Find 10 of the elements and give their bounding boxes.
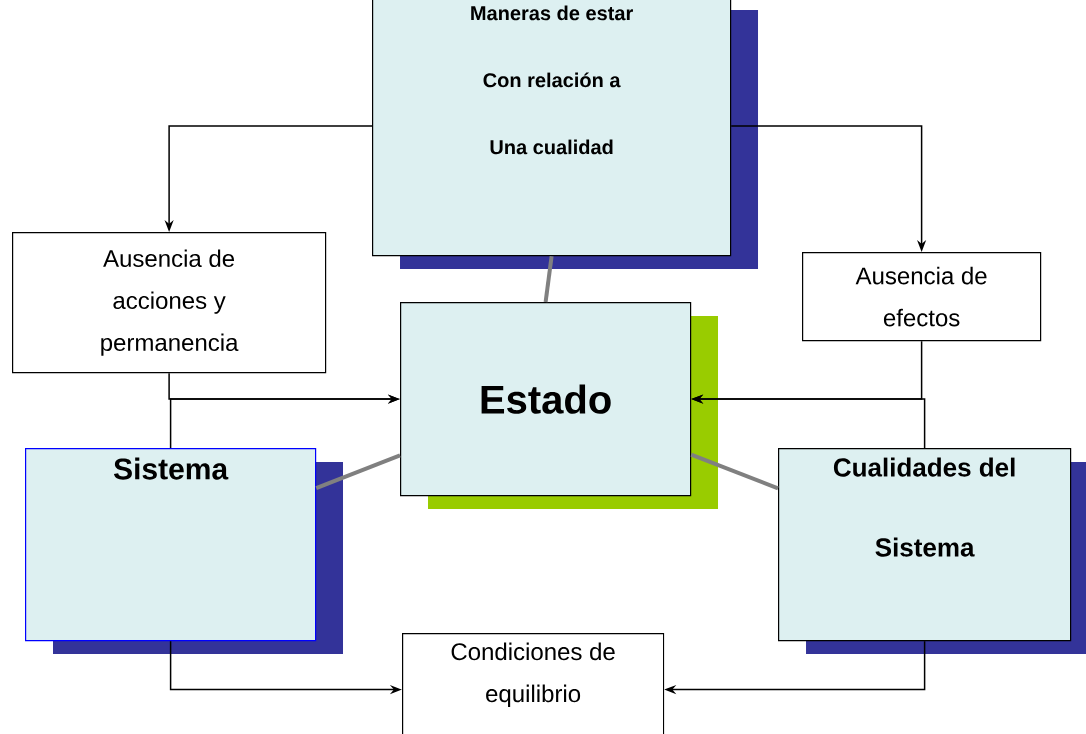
connector-line	[690, 452, 779, 491]
concept-box: Sistema	[25, 448, 343, 654]
text-box: Ausencia de acciones y permanencia	[12, 232, 327, 374]
connector-line	[315, 453, 401, 490]
connector-line	[543, 255, 554, 303]
concept-box: Maneras de estar Con relación a Una cualidad	[372, 0, 758, 269]
concept-box: Cualidades del Sistema	[778, 448, 1086, 654]
text-box: Condiciones de equilibrio	[402, 633, 665, 734]
concept-box: Estado	[400, 302, 718, 509]
text-box: Ausencia de efectos	[802, 252, 1042, 342]
